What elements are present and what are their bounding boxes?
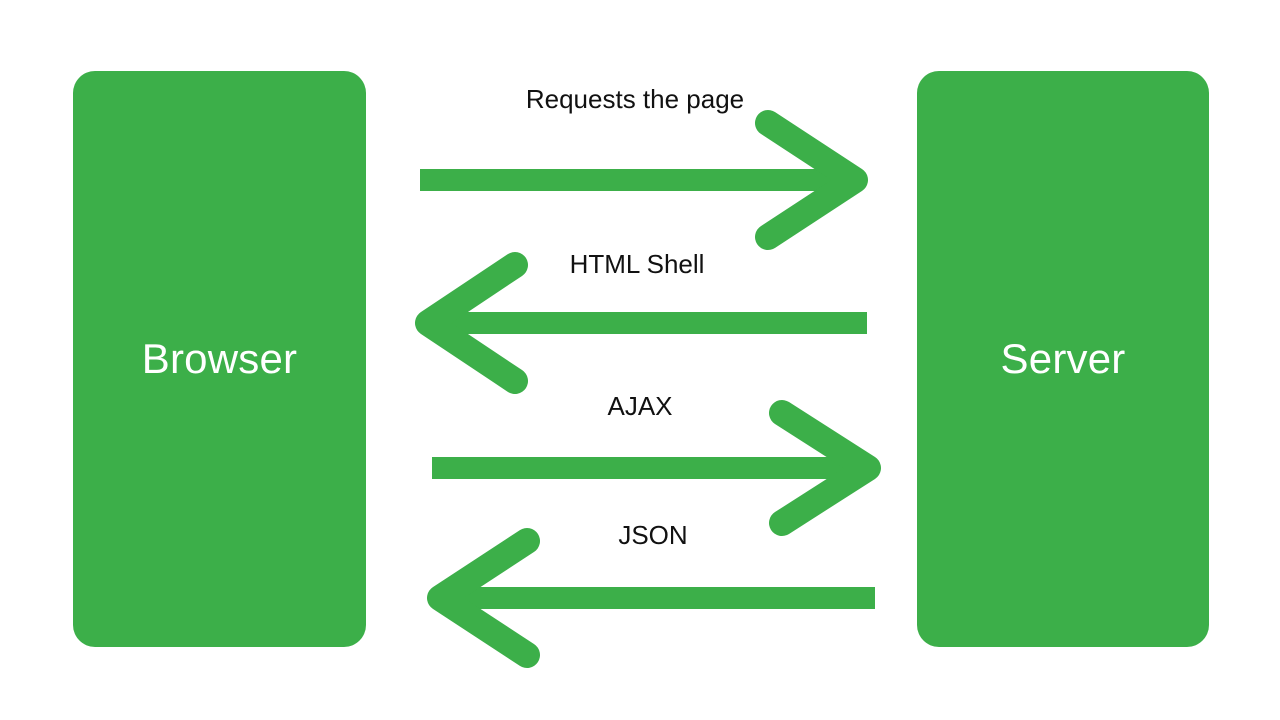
arrowhead-left-2 — [427, 528, 540, 668]
arrow-json — [427, 528, 875, 668]
arrow-ajax — [432, 400, 881, 536]
arrow-html-shell — [415, 252, 867, 394]
node-server: Server — [917, 71, 1209, 647]
edge-label-ajax: AJAX — [607, 391, 673, 421]
arrow-requests-the-page — [420, 110, 868, 250]
arrowhead-left-1 — [415, 252, 528, 394]
edge-label-html-shell: HTML Shell — [569, 249, 705, 279]
edge-label-requests-the-page: Requests the page — [525, 84, 745, 114]
node-browser: Browser — [73, 71, 366, 647]
arrowhead-right-2 — [769, 400, 881, 536]
arrowhead-right-1 — [755, 110, 868, 250]
node-browser-label: Browser — [141, 335, 298, 382]
edge-label-json: JSON — [618, 520, 688, 550]
node-server-label: Server — [1000, 335, 1126, 382]
